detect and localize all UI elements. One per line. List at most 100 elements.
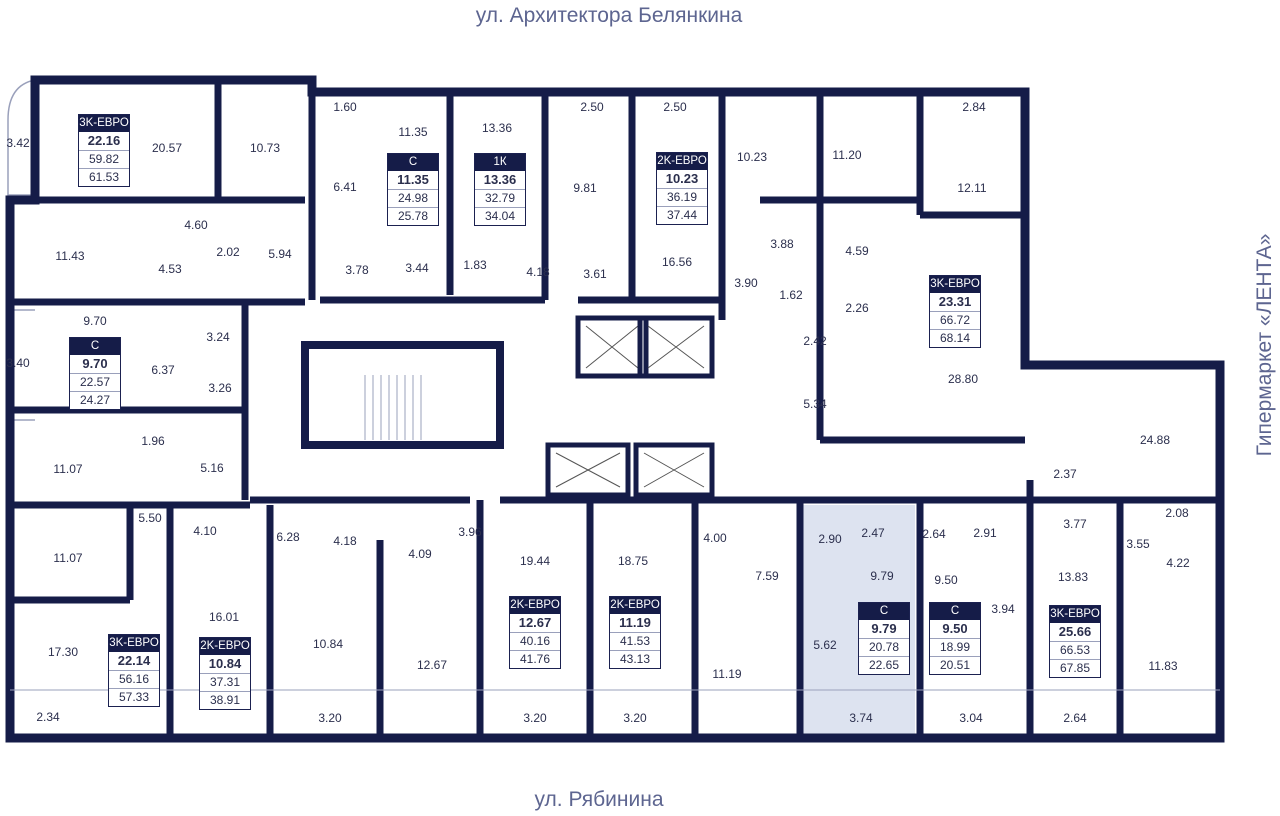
room-area-label: 16.56 — [661, 255, 693, 269]
room-area-label: 3.78 — [345, 263, 369, 277]
total-area-with-balcony: 43.13 — [619, 652, 651, 666]
room-area-label: 19.44 — [519, 554, 551, 568]
living-area: 11.19 — [610, 614, 660, 633]
room-area-label: 2.50 — [580, 100, 604, 114]
room-area-label: 4.22 — [1166, 556, 1190, 570]
room-area-label: 6.41 — [333, 180, 357, 194]
room-area-label: 11.20 — [832, 148, 862, 162]
room-area-label: 3.40 — [6, 356, 30, 370]
room-area-label: 1.62 — [779, 288, 803, 302]
room-area-label: 2.02 — [216, 245, 240, 259]
room-area-label: 18.75 — [617, 554, 649, 568]
room-area-label: 2.42 — [803, 334, 827, 348]
apartment-type: 2K-ЕВРО — [510, 597, 560, 614]
living-area: 10.84 — [200, 655, 250, 674]
elevator-cross — [555, 452, 621, 488]
total-area: 59.82 — [79, 151, 129, 169]
room-area-label: 28.80 — [947, 372, 979, 386]
total-area: 22.57 — [70, 374, 120, 392]
living-area: 25.66 — [1050, 623, 1100, 642]
room-area-label: 1.96 — [141, 434, 165, 448]
elevator-cross — [643, 452, 705, 488]
room-area-label: 2.90 — [818, 532, 842, 546]
room-area-label: 2.50 — [663, 100, 687, 114]
room-area-label: 3.55 — [1126, 537, 1150, 551]
living-area: 23.31 — [930, 293, 980, 312]
room-area-label: 6.37 — [151, 363, 175, 377]
total-area: 20.78 — [859, 639, 909, 657]
room-area-label: 1.60 — [333, 100, 357, 114]
living-area: 9.70 — [70, 355, 120, 374]
room-area-label: 3.94 — [991, 602, 1015, 616]
room-area-label: 20.57 — [151, 141, 183, 155]
total-area-with-balcony: 68.14 — [939, 331, 971, 345]
stairwell — [301, 341, 504, 449]
room-area-label: 4.18 — [333, 534, 357, 548]
room-area-label: 9.50 — [934, 573, 958, 587]
room-area-label: 16.01 — [208, 610, 240, 624]
room-area-label: 17.30 — [47, 645, 79, 659]
room-area-label: 2.26 — [845, 301, 869, 315]
room-area-label: 4.09 — [408, 547, 432, 561]
elevator-cross — [647, 325, 705, 369]
room-area-label: 3.44 — [405, 261, 429, 275]
room-area-label: 11.19 — [712, 667, 742, 681]
room-area-label: 11.07 — [53, 551, 83, 565]
living-area: 11.35 — [388, 171, 438, 190]
room-area-label: 2.08 — [1165, 506, 1189, 520]
room-area-label: 2.34 — [36, 710, 60, 724]
total-area: 40.16 — [510, 633, 560, 651]
room-area-label: 2.37 — [1053, 467, 1077, 481]
total-area-with-balcony: 20.51 — [939, 658, 971, 672]
total-area: 66.53 — [1050, 642, 1100, 660]
room-area-label: 2.64 — [922, 527, 946, 541]
elevator-shaft — [545, 442, 631, 498]
room-area-label: 5.50 — [138, 511, 162, 525]
apartment-type: С — [388, 154, 438, 171]
apartment-type: 2K-ЕВРО — [610, 597, 660, 614]
room-area-label: 5.34 — [803, 397, 827, 411]
total-area: 56.16 — [109, 671, 159, 689]
room-area-label: 11.07 — [53, 462, 83, 476]
room-area-label: 3.61 — [583, 267, 607, 281]
total-area-with-balcony: 34.04 — [484, 209, 516, 223]
living-area: 10.23 — [657, 170, 707, 189]
room-area-label: 9.79 — [870, 569, 894, 583]
room-area-label: 5.94 — [268, 247, 292, 261]
room-area-label: 4.10 — [193, 524, 217, 538]
room-area-label: 9.81 — [573, 181, 597, 195]
room-area-label: 13.83 — [1057, 570, 1089, 584]
street-top: ул. Архитектора Белянкина — [475, 4, 743, 27]
apartment-type: 3K-ЕВРО — [930, 276, 980, 293]
living-area: 13.36 — [475, 171, 525, 190]
room-area-label: 5.62 — [813, 638, 837, 652]
total-area: 24.98 — [388, 190, 438, 208]
total-area: 66.72 — [930, 312, 980, 330]
total-area-with-balcony: 37.44 — [666, 208, 698, 222]
room-area-label: 3.24 — [206, 330, 230, 344]
room-area-label: 6.28 — [276, 530, 300, 544]
living-area: 22.14 — [109, 652, 159, 671]
elevator-shaft — [637, 315, 715, 379]
total-area-with-balcony: 38.91 — [209, 693, 241, 707]
apartment-type: С — [930, 603, 980, 620]
total-area: 32.79 — [475, 190, 525, 208]
room-area-label: 12.11 — [957, 181, 987, 195]
elevator-shaft — [575, 315, 649, 379]
room-area-label: 3.88 — [770, 237, 794, 251]
apartment-type: 3K-ЕВРО — [79, 115, 129, 132]
